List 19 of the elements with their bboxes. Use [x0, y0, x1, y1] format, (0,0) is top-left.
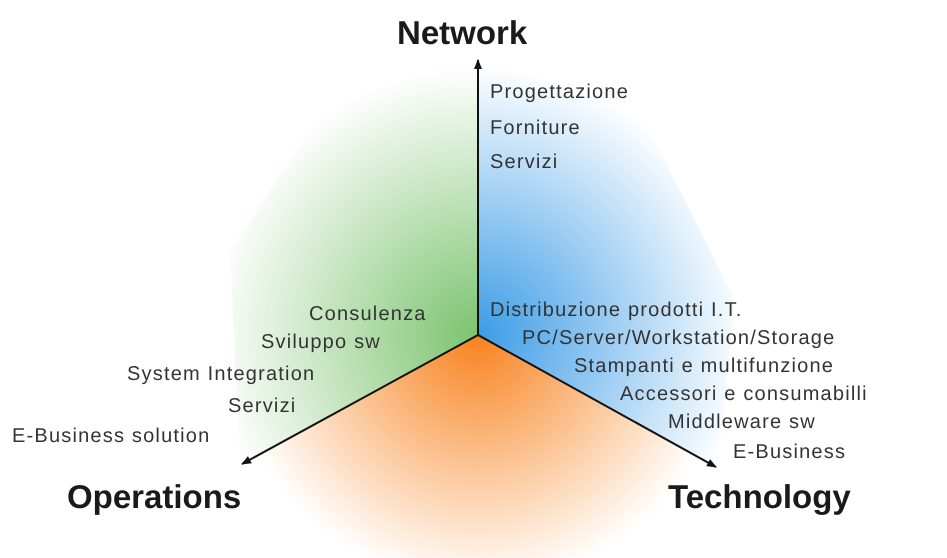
- list-item: Accessori e consumabilli: [620, 382, 868, 406]
- list-item: E-Business solution: [12, 424, 210, 448]
- list-item: Servizi: [228, 394, 296, 418]
- axis-arrow: [241, 334, 478, 465]
- list-item: Distribuzione prodotti I.T.: [490, 298, 742, 322]
- list-item: Middleware sw: [668, 410, 816, 434]
- list-item: Progettazione: [490, 80, 630, 104]
- list-item: Forniture: [490, 116, 581, 140]
- list-item: Stampanti e multifunzione: [574, 354, 834, 378]
- list-item: E-Business: [733, 440, 846, 464]
- list-item: Servizi: [490, 150, 558, 174]
- list-item: System Integration: [127, 362, 316, 386]
- axis-title: Technology: [668, 478, 851, 516]
- axis-title: Operations: [67, 478, 242, 516]
- axis-arrow: [474, 59, 482, 335]
- list-item: Consulenza: [309, 302, 427, 326]
- list-item: Sviluppo sw: [261, 330, 381, 354]
- axis-arrow: [478, 334, 717, 468]
- axis-title: Network: [397, 14, 528, 52]
